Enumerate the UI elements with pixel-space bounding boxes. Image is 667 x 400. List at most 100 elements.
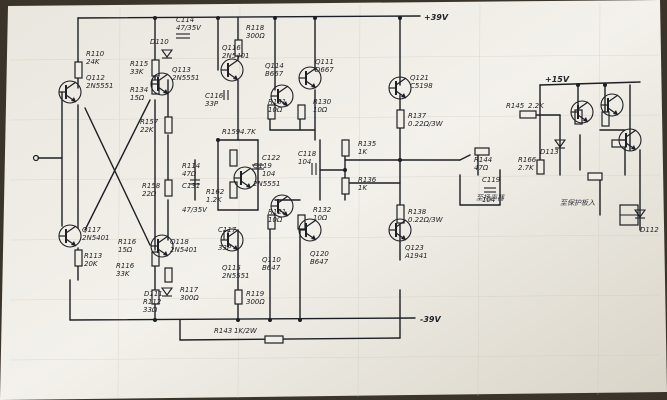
r135-ref: R135 (358, 140, 377, 148)
c122-ref: C122 (262, 154, 281, 162)
c119-val: 104 (482, 196, 495, 204)
relay-note: 至扬声器 (476, 194, 505, 202)
q117-ref: Q117 (82, 226, 101, 234)
q118-ref: Q118 (170, 238, 189, 246)
q112-ref: Q112 (86, 74, 105, 82)
q113-ref: Q113 (172, 66, 191, 74)
rail-labels: +39V -39V +15V (420, 13, 570, 324)
c114-ref: C114 (176, 16, 194, 24)
q116-ref: Q116 (222, 44, 241, 52)
handwritten-notes: 至扬声器 至保护板入 (476, 194, 595, 207)
q121-part: C5198 (410, 82, 433, 90)
q112-part: 2N5551 (86, 82, 114, 90)
r166-ref: R166 (518, 156, 537, 164)
resistor-labels: R110 24K R115 33K R134 15Ω R157 22K R158… (84, 24, 545, 335)
r114-ref: R114 (182, 162, 200, 170)
rail-label-aux: +15V (545, 75, 570, 84)
r113-val: 20K (84, 260, 99, 268)
c117-val: 33P (218, 244, 232, 252)
r116b-val: 15Ω (118, 246, 133, 254)
r131-val: 10Ω (268, 106, 283, 114)
rail-label-positive: +39V (424, 13, 449, 22)
c119-ref: C119 (482, 176, 501, 184)
q120-part: B647 (310, 258, 329, 266)
c118-val: 104 (298, 158, 311, 166)
c116-ref: C116 (205, 92, 224, 100)
r110-val: 24K (86, 58, 101, 66)
q123-part: A1941 (404, 252, 428, 260)
r117-ref: R117 (180, 286, 199, 294)
r162-ref: R162 (206, 188, 225, 196)
r116-val: 33K (116, 270, 131, 278)
r157-ref: R157 (140, 118, 159, 126)
r118-ref: R118 (246, 24, 265, 32)
r159-val: 4.7K (240, 128, 257, 136)
paper-grid (9, 2, 661, 399)
d110-ref: D110 (150, 38, 169, 46)
c122-val: 104 (262, 170, 275, 178)
r159-ref: R159 (222, 128, 241, 136)
r130-val: 10Ω (313, 106, 328, 114)
q114-ref: Q114 (265, 62, 284, 70)
d111-ref: D111 (144, 290, 163, 298)
r114-val: 47Ω (182, 170, 197, 178)
c118-ref: C118 (298, 150, 317, 158)
resistor-bodies (74, 39, 627, 344)
r135-val: 1K (358, 148, 368, 156)
q121-ref: Q121 (410, 74, 429, 82)
r112-val: 33Ω (143, 306, 158, 314)
q118-part: 2N5401 (170, 246, 198, 254)
r132-val: 10Ω (313, 214, 328, 222)
r143-ref: R143 (214, 327, 232, 335)
r113-ref: R113 (84, 252, 102, 260)
r134-val: 15Ω (130, 94, 145, 102)
r144-ref: R144 (474, 156, 492, 164)
r137-val: 0.22Ω/3W (408, 120, 444, 128)
r130-ref: R130 (313, 98, 332, 106)
r116-ref: R116 (116, 262, 135, 270)
c114-val: 47/35V (176, 24, 202, 32)
q115-part: 2N5551 (222, 272, 250, 280)
r136-val: 1K (358, 184, 368, 192)
r119-val: 300Ω (246, 298, 265, 306)
capacitor-labels: C114 47/35V C116 33P C117 33P C118 104 C… (176, 16, 501, 252)
q110-ref: Q110 (262, 256, 281, 264)
q110-part: B647 (262, 264, 281, 272)
c131-ref: C131 (182, 182, 200, 190)
q113-part: 2N5551 (172, 74, 200, 82)
rail-label-negative: -39V (420, 315, 441, 324)
r137-ref: R137 (408, 112, 427, 120)
c131-val: 47/35V (182, 206, 208, 214)
q123-ref: Q123 (405, 244, 424, 252)
r145-val: 2.2K (528, 102, 545, 110)
r119-ref: R119 (246, 290, 265, 298)
r144-val: 47Ω (474, 164, 489, 172)
q116-part: 2N5401 (222, 52, 250, 60)
q119-part: 2N5551 (253, 180, 281, 188)
q114-part: B667 (265, 70, 284, 78)
q119-ref: Q119 (253, 162, 272, 170)
r118-val: 300Ω (246, 32, 265, 40)
r162-val: 1.2K (206, 196, 223, 204)
d112-ref: D112 (640, 226, 659, 234)
r138-val: 0.22Ω/3W (408, 216, 444, 224)
r115-ref: R115 (130, 60, 149, 68)
junction-dots (153, 16, 607, 322)
c117-ref: C117 (218, 226, 237, 234)
r116b-ref: R116 (118, 238, 137, 246)
r158-val: 22Ω (142, 190, 157, 198)
d113-ref: D113 (540, 148, 559, 156)
q111-part: D667 (315, 66, 334, 74)
r131-ref: R131 (268, 98, 286, 106)
r134-ref: R134 (130, 86, 148, 94)
r121-ref: R121 (268, 208, 286, 216)
q111-ref: Q111 (315, 58, 334, 66)
q120-ref: Q120 (310, 250, 329, 258)
r143-val: 1K/2W (234, 327, 258, 335)
r145-ref: R145 (506, 102, 525, 110)
protect-note: 至保护板入 (560, 199, 595, 207)
r132-ref: R132 (313, 206, 332, 214)
